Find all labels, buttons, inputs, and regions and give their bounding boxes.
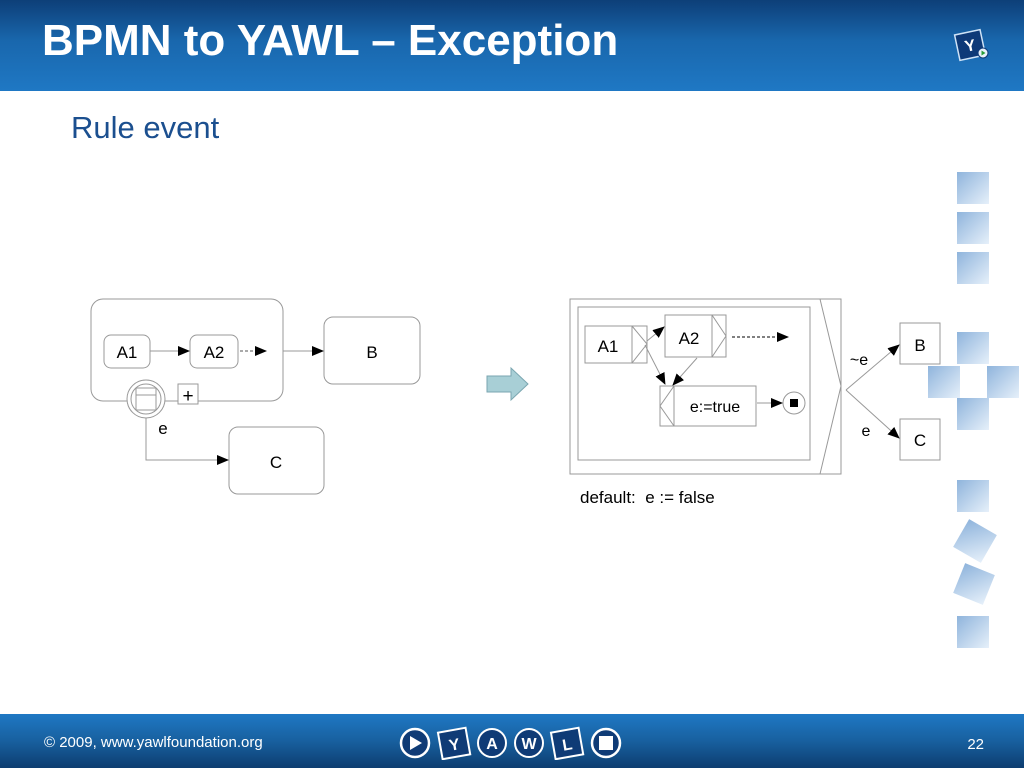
svg-text:Y: Y bbox=[448, 736, 462, 755]
svg-text:B: B bbox=[914, 336, 925, 355]
bpmn-plus-marker: + bbox=[177, 383, 199, 407]
yawl-task-c: C bbox=[899, 418, 941, 461]
footer-bar: © 2009, www.yawlfoundation.org Y A W L 2… bbox=[0, 714, 1024, 768]
logo-letter-w bbox=[514, 728, 544, 758]
bpmn-rule-event-icon bbox=[126, 379, 166, 419]
yawl-logo-icon: Y bbox=[953, 28, 989, 62]
svg-text:A1: A1 bbox=[598, 337, 619, 356]
yawl-flow-to-b bbox=[845, 344, 900, 391]
tile bbox=[928, 366, 960, 398]
slide-title: BPMN to YAWL – Exception bbox=[42, 16, 619, 65]
yawl-flow-a1-a2 bbox=[646, 326, 665, 342]
tile bbox=[957, 212, 989, 244]
header-bar: BPMN to YAWL – Exception Y bbox=[0, 0, 1024, 91]
yawl-footer-logo: Y A W L bbox=[399, 726, 622, 760]
svg-text:W: W bbox=[521, 736, 537, 753]
tile bbox=[987, 366, 1019, 398]
yawl-cond-not-e: ~e bbox=[850, 352, 868, 369]
yawl-flow-a1-setflag bbox=[644, 344, 666, 385]
tile bbox=[953, 519, 997, 563]
yawl-task-a1: A1 bbox=[584, 325, 648, 364]
svg-text:Y: Y bbox=[963, 37, 977, 56]
yawl-flow-to-c bbox=[845, 389, 900, 439]
yawl-flow-a2-setflag bbox=[672, 357, 698, 386]
svg-text:A: A bbox=[486, 736, 498, 753]
bpmn-task-a1: A1 bbox=[103, 334, 151, 369]
bpmn-task-b: B bbox=[323, 316, 421, 385]
svg-text:L: L bbox=[561, 736, 574, 754]
yawl-diagram: A1 A2 e:=true B C bbox=[569, 298, 941, 507]
yawl-cond-e: e bbox=[862, 423, 871, 440]
yawl-task-set-flag: e:=true bbox=[659, 385, 757, 427]
decorative-tiles bbox=[928, 172, 1019, 648]
bpmn-task-a2: A2 bbox=[189, 334, 239, 369]
svg-text:C: C bbox=[270, 453, 282, 472]
bpmn-diagram: A1 A2 B C + e bbox=[90, 298, 421, 495]
yawl-composite-split bbox=[819, 298, 842, 475]
yawl-task-b: B bbox=[899, 322, 941, 365]
tile bbox=[957, 480, 989, 512]
bpmn-task-c: C bbox=[228, 426, 325, 495]
yawl-output-condition-icon bbox=[782, 391, 806, 415]
svg-text:A2: A2 bbox=[679, 329, 700, 348]
tile bbox=[957, 398, 989, 430]
slide-subtitle: Rule event bbox=[71, 110, 220, 145]
bpmn-exception-flow bbox=[145, 418, 229, 465]
tile bbox=[957, 172, 989, 204]
svg-text:A1: A1 bbox=[117, 343, 138, 362]
page-number: 22 bbox=[967, 736, 984, 753]
svg-text:B: B bbox=[366, 343, 377, 362]
yawl-task-a2: A2 bbox=[664, 314, 727, 358]
logo-letter-a bbox=[477, 728, 507, 758]
yawl-default-note: default: e := false bbox=[580, 488, 715, 507]
svg-text:e:=true: e:=true bbox=[690, 399, 740, 416]
tile bbox=[957, 616, 989, 648]
bpmn-exception-label: e bbox=[158, 419, 167, 438]
tile bbox=[957, 332, 989, 364]
svg-text:+: + bbox=[182, 386, 193, 407]
transform-arrow-icon bbox=[486, 366, 529, 402]
tile bbox=[957, 252, 989, 284]
logo-letter-y: Y bbox=[436, 726, 472, 760]
tile bbox=[953, 563, 995, 605]
svg-text:C: C bbox=[914, 431, 926, 450]
logo-letter-l: L bbox=[549, 726, 585, 760]
copyright-text: © 2009, www.yawlfoundation.org bbox=[44, 734, 263, 751]
svg-text:A2: A2 bbox=[204, 343, 225, 362]
